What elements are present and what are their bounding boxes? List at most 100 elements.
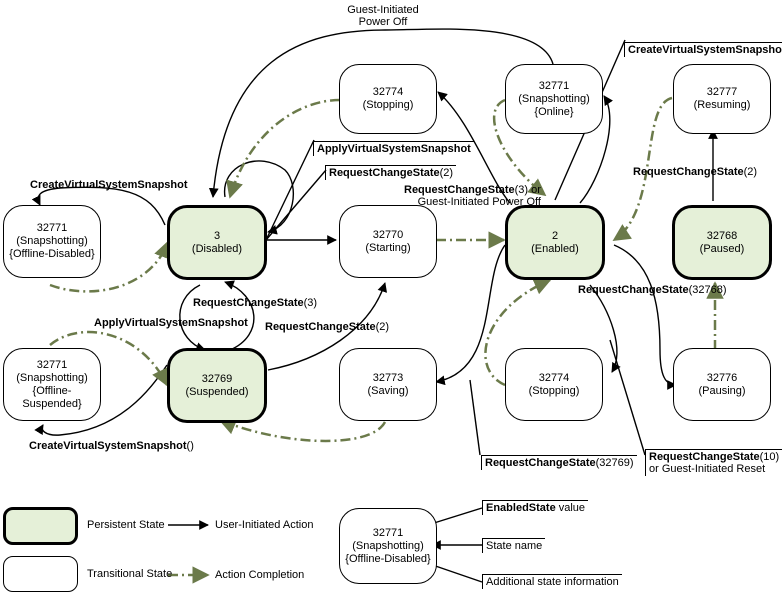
- label-text: value: [555, 502, 586, 514]
- label-line: RequestChangeState(3) or: [404, 184, 541, 196]
- state-suspended: 32769 (Suspended): [167, 348, 267, 423]
- state-value: 32774: [538, 371, 570, 384]
- state-name: (Snapshotting): [16, 235, 88, 247]
- label-method: RequestChangeState: [485, 457, 596, 469]
- state-value: 32776: [706, 371, 738, 384]
- state-info: {Online}: [534, 105, 574, 118]
- label-method: RequestChangeState: [649, 451, 760, 463]
- legend-state-name: State name: [482, 538, 546, 553]
- state-value: 32770: [372, 228, 404, 241]
- label-text: State name: [486, 540, 543, 552]
- label-request-change-10: RequestChangeState(10) or Guest-Initiate…: [645, 449, 782, 476]
- label-method: CreateVirtualSystemSnapshot: [628, 44, 782, 56]
- legend-example-state: 32771 (Snapshotting) {Offline-Disabled}: [339, 508, 437, 584]
- state-value: 32771: [372, 526, 404, 539]
- state-name: (Resuming): [693, 99, 751, 111]
- label-arg: (32768): [688, 284, 727, 296]
- label-arg: (3) or: [514, 184, 541, 196]
- label-arg: (2): [375, 321, 390, 333]
- label-arg: (): [186, 440, 194, 452]
- label-apply-snapshot-top: ApplyVirtualSystemSnapshot: [313, 141, 474, 156]
- label-line: Guest-Initiated Power Off: [417, 196, 541, 208]
- state-saving: 32773 (Saving): [339, 348, 437, 421]
- state-info: {Offline-Suspended}: [22, 384, 82, 410]
- label-request-change-32768: RequestChangeState(32768): [578, 284, 727, 296]
- label-line: or Guest-Initiated Reset: [649, 463, 766, 475]
- label-line: Power Off: [358, 16, 408, 28]
- state-value: 2: [551, 229, 559, 242]
- legend-transitional-label: Transitional State: [87, 568, 173, 580]
- label-request-change-3-mid: RequestChangeState(3): [193, 297, 317, 309]
- state-name: (Stopping): [528, 384, 580, 397]
- label-request-change-32769: RequestChangeState(32769): [481, 455, 637, 470]
- legend-enabled-state-value: EnabledState value: [482, 500, 589, 515]
- state-name: (Pausing): [698, 384, 746, 397]
- state-disabled: 3 (Disabled): [167, 205, 267, 280]
- state-name: (Enabled): [531, 242, 579, 255]
- label-arg: (3): [303, 297, 318, 309]
- legend-additional-info: Additional state information: [482, 574, 622, 589]
- state-name: (Snapshotting): [352, 539, 424, 552]
- state-snapshotting-offline-disabled: 32771 (Snapshotting) {Offline-Disabled}: [3, 205, 101, 278]
- state-info: {Offline-Disabled}: [345, 552, 431, 565]
- state-name: (Snapshotting): [518, 92, 590, 105]
- label-request-change-3-or-power-off: RequestChangeState(3) or Guest-Initiated…: [404, 184, 541, 208]
- label-line: RequestChangeState(10): [649, 451, 779, 463]
- state-value: 32777: [706, 86, 738, 98]
- legend-user-action-label: User-Initiated Action: [215, 519, 314, 531]
- label-method: EnabledState: [486, 502, 556, 514]
- label-arg: (10): [759, 451, 780, 463]
- label-method: CreateVirtualSystemSnapshot: [29, 440, 187, 452]
- label-method: CreateVirtualSystemSnapshot: [30, 179, 188, 191]
- state-value: 32773: [372, 371, 404, 384]
- legend-transitional-swatch: [3, 556, 78, 592]
- label-arg: (2): [743, 166, 758, 178]
- state-value: 32771: [36, 222, 68, 234]
- state-name: (Snapshotting): [16, 371, 88, 384]
- state-value: 32774: [372, 86, 404, 98]
- label-arg: (32769): [595, 457, 634, 469]
- label-method: RequestChangeState: [329, 167, 440, 179]
- label-request-change-2-mid: RequestChangeState(2): [265, 321, 389, 333]
- label-create-snapshot-top-right: CreateVirtualSystemSnapshot: [624, 42, 782, 57]
- state-enabled: 2 (Enabled): [505, 205, 605, 280]
- label-method: ApplyVirtualSystemSnapshot: [317, 143, 471, 155]
- label-line: Guest-Initiated: [347, 4, 419, 16]
- legend-persistent-label: Persistent State: [87, 519, 165, 531]
- label-request-change-2-resume: RequestChangeState(2): [633, 166, 757, 178]
- state-name: (Disabled): [191, 242, 243, 255]
- state-info: {Offline-Disabled}: [9, 248, 95, 260]
- label-apply-snapshot-mid: ApplyVirtualSystemSnapshot: [94, 317, 248, 329]
- state-pausing: 32776 (Pausing): [673, 348, 771, 421]
- label-method: RequestChangeState: [578, 284, 689, 296]
- state-name: (Starting): [365, 241, 411, 254]
- label-text: Additional state information: [486, 576, 619, 588]
- state-stopping-top: 32774 (Stopping): [339, 64, 437, 134]
- label-method: RequestChangeState: [265, 321, 376, 333]
- state-stopping-bottom: 32774 (Stopping): [505, 348, 603, 421]
- label-arg: (2): [439, 167, 454, 179]
- state-value: 3: [213, 229, 221, 242]
- state-value: 32771: [36, 358, 68, 371]
- label-method: RequestChangeState: [633, 166, 744, 178]
- state-value: 32769: [201, 372, 233, 385]
- legend-persistent-swatch: [3, 507, 78, 545]
- state-snapshotting-offline-suspended: 32771 (Snapshotting) {Offline-Suspended}: [3, 348, 101, 421]
- state-snapshotting-online: 32771 (Snapshotting) {Online}: [505, 64, 603, 134]
- legend-action-completion-label: Action Completion: [215, 569, 305, 581]
- label-method: RequestChangeState: [404, 184, 515, 196]
- state-name: (Saving): [367, 384, 409, 397]
- state-paused: 32768 (Paused): [672, 205, 772, 280]
- state-resuming: 32777 (Resuming): [673, 64, 771, 134]
- label-method: ApplyVirtualSystemSnapshot: [94, 317, 248, 329]
- state-value: 32768: [706, 229, 738, 242]
- state-name: (Suspended): [185, 385, 249, 398]
- label-request-change-2-top: RequestChangeState(2): [325, 165, 457, 180]
- state-value: 32771: [538, 79, 570, 92]
- state-name: (Stopping): [362, 99, 414, 111]
- label-create-snapshot-bottom: CreateVirtualSystemSnapshot(): [29, 440, 194, 452]
- state-starting: 32770 (Starting): [339, 205, 437, 278]
- label-method: RequestChangeState: [193, 297, 304, 309]
- label-guest-power-off: Guest-Initiated Power Off: [338, 4, 428, 28]
- state-name: (Paused): [699, 242, 745, 255]
